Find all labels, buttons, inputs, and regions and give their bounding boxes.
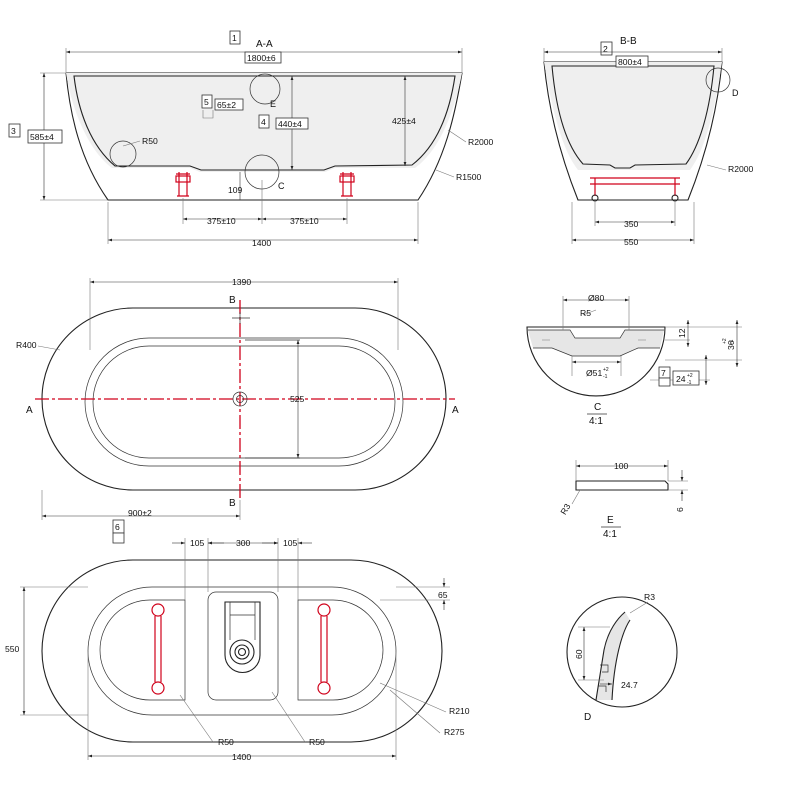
aa-drain-height: 65±2 xyxy=(217,100,236,110)
tub-inner-profile-aa xyxy=(73,75,456,171)
aa-side-depth: 425±4 xyxy=(392,116,416,126)
c-dia-tol-low: -1 xyxy=(603,374,608,380)
base-r-outer: R275 xyxy=(444,727,465,737)
aa-depth-ref: 4 xyxy=(261,117,266,127)
detail-e-view: 100 6 R3 E 4:1 xyxy=(558,460,688,540)
left-pad xyxy=(99,599,186,701)
axis-b-bottom: B xyxy=(229,498,236,509)
d-radius: R3 xyxy=(644,592,655,602)
bottom-right-foot xyxy=(317,603,331,695)
bb-foot-span: 350 xyxy=(624,219,639,229)
section-aa-view: 1 A-A 1800±6 3 585±4 4 440±4 425±4 5 65±… xyxy=(8,30,494,248)
detail-d-circle xyxy=(566,596,678,708)
bb-detail-d: D xyxy=(732,88,739,98)
e-thickness: 6 xyxy=(675,507,685,512)
aa-r-outer-bottom: R1500 xyxy=(456,172,482,182)
bb-title: B-B xyxy=(620,36,637,47)
r50-marker xyxy=(109,140,137,168)
base-r-left: R50 xyxy=(218,737,234,747)
bb-feet xyxy=(590,177,680,202)
plan-inner-width: 525 xyxy=(290,394,305,404)
base-gap-right: 105 xyxy=(283,538,298,548)
aa-r-outer-top: R2000 xyxy=(468,137,494,147)
left-foot xyxy=(175,172,191,197)
right-foot xyxy=(339,172,355,197)
tub-outer-profile-bb xyxy=(543,61,723,201)
base-width: 550 xyxy=(5,644,20,654)
aa-drain-ref: 5 xyxy=(204,97,209,107)
bottom-left-foot xyxy=(151,603,165,695)
c-depth-total-tol-up: +2 xyxy=(722,338,728,344)
aa-foot-clearance: 109 xyxy=(228,185,243,195)
axis-b-top: B xyxy=(229,295,236,306)
plan-drain-ref: 6 xyxy=(115,522,120,532)
d-height: 60 xyxy=(574,649,584,659)
c-dia-tol-up: +2 xyxy=(603,367,609,373)
d-thickness: 24.7 xyxy=(621,680,638,690)
base-length: 1400 xyxy=(232,752,251,762)
e-length: 100 xyxy=(614,461,629,471)
aa-height-ref: 3 xyxy=(11,126,16,136)
plan-bottom-view: 105 300 105 65 550 1400 R210 R275 R50 R5… xyxy=(5,538,470,762)
tub-outer-profile-aa xyxy=(65,72,463,201)
base-edge: 65 xyxy=(438,590,448,600)
base-gap-left: 105 xyxy=(190,538,205,548)
c-depth-total-tol-low: -1 xyxy=(729,339,735,344)
detail-d-view: R3 60 24.7 D xyxy=(566,592,678,723)
detail-d-marker xyxy=(705,67,731,93)
bb-r-outer: R2000 xyxy=(728,164,754,174)
plan-end-radius: R400 xyxy=(16,340,37,350)
aa-r-inner: R50 xyxy=(142,136,158,146)
aa-inner-depth: 440±4 xyxy=(278,119,302,129)
aa-base-width: 1400 xyxy=(252,238,271,248)
plan-drain-pos: 900±2 xyxy=(128,508,152,518)
base-center-width: 300 xyxy=(236,538,251,548)
base-r-center: R50 xyxy=(309,737,325,747)
c-diameter-top: Ø80 xyxy=(588,293,604,303)
detail-e-marker xyxy=(249,73,281,105)
e-scale: 4:1 xyxy=(603,529,617,540)
aa-foot-right: 375±10 xyxy=(290,216,319,226)
c-depth-b-tol-up: +2 xyxy=(687,373,693,379)
plan-top-view: 1390 525 R400 A A B B 900±2 6 xyxy=(16,277,459,544)
d-label: D xyxy=(584,712,591,723)
detail-c-view: Ø80 R5 Ø51 +2 -1 12 36 +2 -1 7 24 +2 -1 … xyxy=(526,293,742,427)
aa-title: A-A xyxy=(256,39,273,50)
aa-detail-e-label: E xyxy=(270,99,276,109)
aa-ref-num: 1 xyxy=(232,33,237,43)
c-label: C xyxy=(594,402,601,413)
bb-width: 800±4 xyxy=(618,57,642,67)
axis-a-right: A xyxy=(452,405,459,416)
base-outline xyxy=(41,559,443,743)
plan-length: 1390 xyxy=(232,277,251,287)
aa-detail-c-label: C xyxy=(278,181,285,191)
e-radius: R3 xyxy=(558,502,572,517)
c-ref-num: 7 xyxy=(661,368,666,378)
axis-a-left: A xyxy=(26,405,33,416)
base-r-inner: R210 xyxy=(449,706,470,716)
section-bb-view: 2 B-B 800±4 D R2000 350 550 xyxy=(543,36,754,247)
center-pad xyxy=(207,591,279,701)
aa-foot-left: 375±10 xyxy=(207,216,236,226)
c-depth-total: 36 xyxy=(726,340,736,350)
detail-e-profile xyxy=(575,480,669,491)
detail-c-circle xyxy=(526,326,666,397)
aa-length: 1800±6 xyxy=(247,53,276,63)
drain-body xyxy=(224,601,261,674)
e-label: E xyxy=(607,515,614,526)
right-pad xyxy=(297,599,384,701)
plan-inner-bowl xyxy=(84,337,404,467)
c-depth-b: 24 xyxy=(676,374,686,384)
bb-base-width: 550 xyxy=(624,237,639,247)
c-diameter-bottom: Ø51 xyxy=(586,368,602,378)
bb-ref-num: 2 xyxy=(603,44,608,54)
c-depth-a: 12 xyxy=(677,328,687,338)
aa-height: 585±4 xyxy=(30,132,54,142)
c-radius: R5 xyxy=(580,308,591,318)
c-depth-b-tol-low: -1 xyxy=(687,380,692,386)
c-scale: 4:1 xyxy=(589,416,603,427)
